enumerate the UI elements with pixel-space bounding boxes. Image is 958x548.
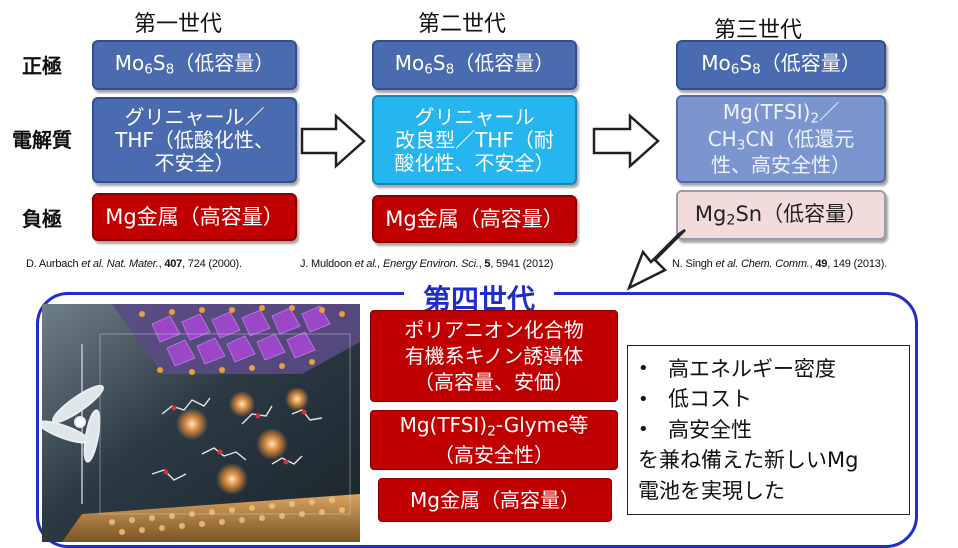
gen2-anode: Mg金属（高容量） bbox=[372, 195, 577, 243]
gen1-electrolyte-line: グリニャール／ bbox=[124, 104, 265, 129]
gen2-electrolyte-line: 改良型／THF（耐 bbox=[395, 127, 554, 152]
gen1-cathode: Mo6S8（低容量） bbox=[92, 40, 297, 90]
summary-line: を兼ね備えた新しいMg bbox=[638, 448, 859, 473]
gen3-cathode: Mo6S8（低容量） bbox=[676, 40, 886, 90]
gen3-title: 第三世代 bbox=[713, 18, 802, 43]
row-label-cathode: 正極 bbox=[22, 54, 62, 78]
feature-item: •低コスト bbox=[638, 387, 752, 412]
gen4-cathode: ポリアニオン化合物 有機系キノン誘導体 （高容量、安価） bbox=[370, 310, 618, 402]
gen3-electrolyte-line: Mg(TFSI)2／ bbox=[722, 100, 840, 127]
gen2-cathode-text: Mo6S8（低容量） bbox=[394, 50, 555, 78]
gen2-electrolyte-line: グリニャール bbox=[414, 104, 535, 129]
gen2-title: 第二世代 bbox=[417, 12, 506, 37]
gen1-cathode-text: Mo6S8（低容量） bbox=[114, 50, 275, 78]
gen3-anode-text: Mg2Sn（低容量） bbox=[694, 201, 868, 229]
summary-line: 電池を実現した bbox=[638, 478, 785, 503]
gen4-cathode-line: 有機系キノン誘導体 bbox=[404, 344, 584, 368]
gen3-anode: Mg2Sn（低容量） bbox=[676, 190, 886, 240]
right-arrow-icon bbox=[300, 113, 366, 169]
gen3-electrolyte: Mg(TFSI)2／ CH3CN（低還元 性、高安全性） bbox=[676, 95, 886, 183]
feature-item: •高エネルギー密度 bbox=[638, 357, 836, 381]
gen1-title: 第一世代 bbox=[133, 12, 222, 37]
gen1-electrolyte-line: 不安全） bbox=[154, 150, 235, 175]
gen2-cathode: Mo6S8（低容量） bbox=[372, 40, 577, 90]
gen3-electrolyte-line: CH3CN（低還元 bbox=[707, 126, 855, 153]
gen3-electrolyte-line: 性、高安全性） bbox=[711, 152, 851, 177]
features-box: •高エネルギー密度 •低コスト •高安全性 を兼ね備えた新しいMg 電池を実現し… bbox=[627, 345, 910, 515]
row-label-anode: 負極 bbox=[22, 207, 62, 231]
gen4-cathode-line: （高容量、安価） bbox=[414, 370, 574, 394]
gen4-electrolyte: Mg(TFSI)2-Glyme等 （高安全性） bbox=[370, 410, 618, 470]
feature-item: •高安全性 bbox=[638, 417, 752, 442]
gen2-electrolyte-line: 酸化性、不安全） bbox=[394, 150, 555, 175]
gen2-electrolyte: グリニャール 改良型／THF（耐 酸化性、不安全） bbox=[372, 95, 577, 185]
gen1-electrolyte-line: THF（低酸化性、 bbox=[115, 127, 274, 152]
reference-singh: N. Singh et al. Chem. Comm., 49, 149 (20… bbox=[672, 258, 888, 270]
gen4-anode: Mg金属（高容量） bbox=[378, 478, 612, 522]
gen3-cathode-text: Mo6S8（低容量） bbox=[701, 50, 861, 78]
reference-muldoon: J. Muldoon et al., Energy Environ. Sci.,… bbox=[300, 258, 554, 270]
row-label-electrolyte: 電解質 bbox=[12, 128, 72, 152]
gen1-anode: Mg金属（高容量） bbox=[92, 193, 297, 241]
gen4-electrolyte-line: （高安全性） bbox=[434, 442, 554, 467]
gen4-electrolyte-line: Mg(TFSI)2-Glyme等 bbox=[399, 413, 589, 440]
battery-illustration bbox=[42, 304, 360, 542]
right-arrow-icon bbox=[592, 113, 660, 169]
gen1-electrolyte: グリニャール／ THF（低酸化性、 不安全） bbox=[92, 97, 297, 183]
down-left-arrow-icon bbox=[626, 228, 686, 291]
gen4-cathode-line: ポリアニオン化合物 bbox=[404, 318, 584, 342]
reference-aurbach: D. Aurbach et al. Nat. Mater., 407, 724 … bbox=[26, 258, 242, 270]
